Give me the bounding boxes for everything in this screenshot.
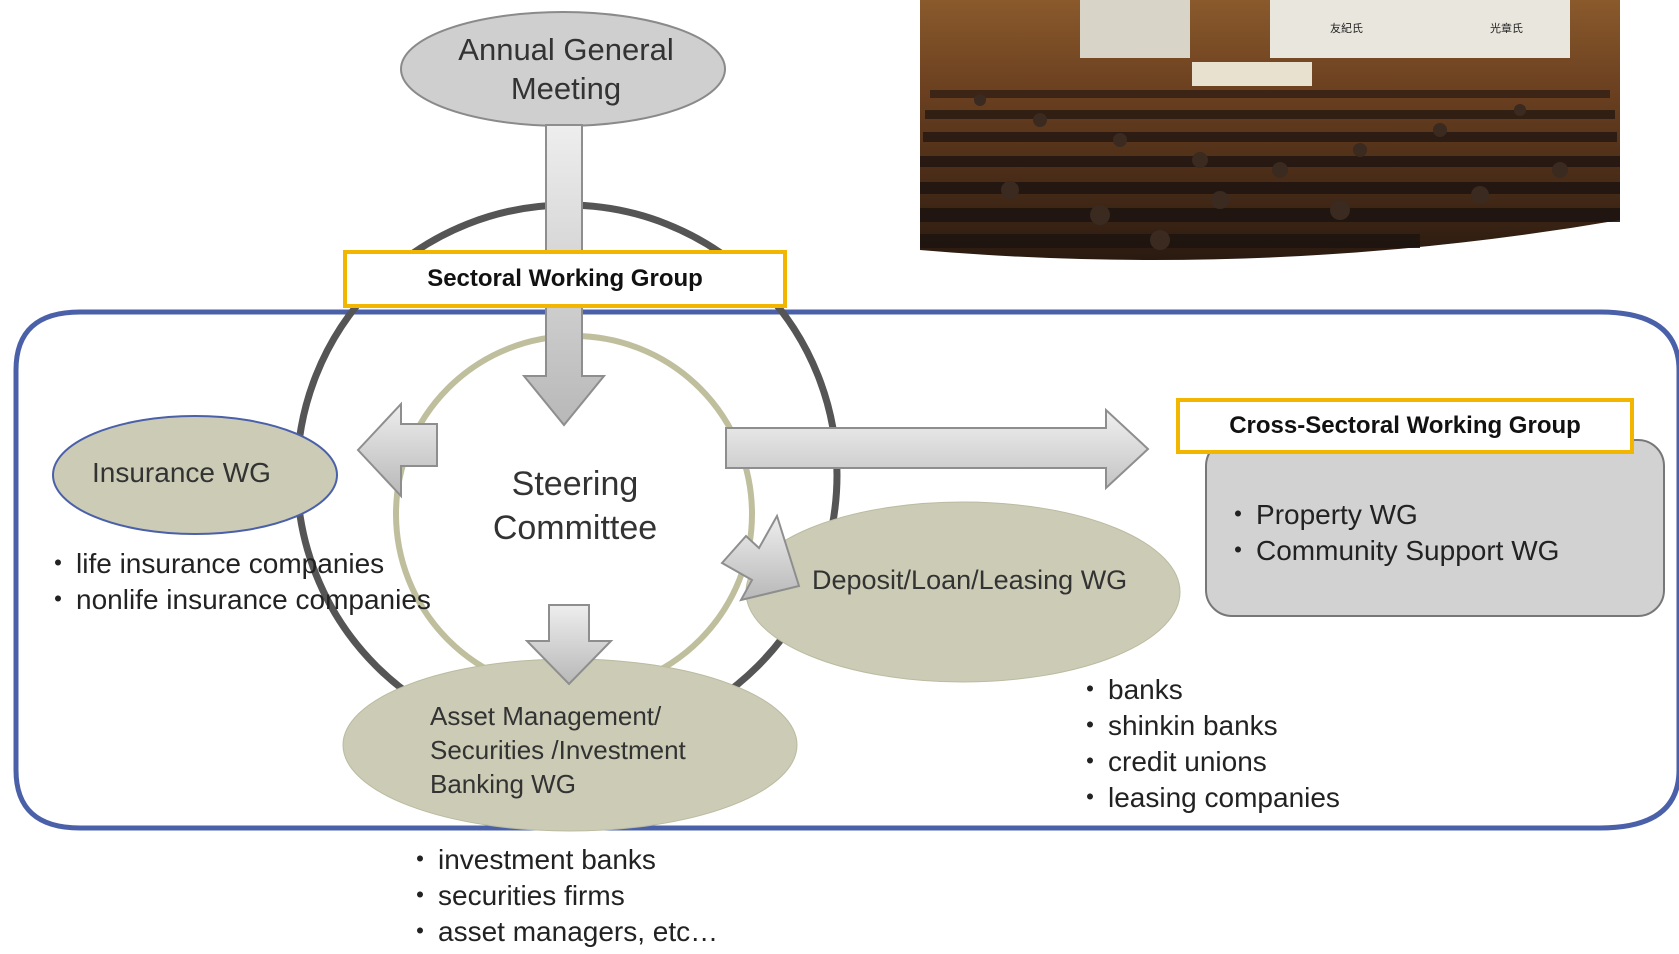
arrow-to-deposit bbox=[720, 513, 801, 602]
steering-committee-label: Steering Committee bbox=[492, 465, 658, 547]
nameplates-inset bbox=[1270, 0, 1570, 58]
insurance-members-list: ・life insurance companies ・nonlife insur… bbox=[44, 546, 431, 618]
arrow-to-insurance bbox=[356, 401, 438, 499]
list-item: ・credit unions bbox=[1076, 746, 1267, 777]
hall-background bbox=[920, 0, 1620, 260]
list-item: ・asset managers, etc… bbox=[406, 916, 719, 947]
stage-screen bbox=[1080, 0, 1190, 58]
list-item: ・Property WG bbox=[1224, 499, 1418, 530]
sectoral-panel-border bbox=[13, 309, 1679, 831]
cross-sectoral-working-group-label: Cross-Sectoral Working Group bbox=[1176, 398, 1634, 454]
asset-management-members-list: ・investment banks ・securities firms ・ass… bbox=[406, 842, 718, 950]
arrow-to-cross-sectoral bbox=[725, 407, 1150, 491]
asset-management-line-2: Securities /Investment bbox=[430, 735, 686, 765]
list-item: ・life insurance companies bbox=[44, 548, 385, 579]
cross-sectoral-items-list: ・Property WG ・Community Support WG bbox=[1224, 497, 1559, 569]
conference-hall-photo: 友紀氏 光章氏 bbox=[920, 0, 1620, 260]
sectoral-working-group-label: Sectoral Working Group bbox=[343, 250, 787, 308]
audience-heads bbox=[974, 94, 1568, 250]
list-item: ・leasing companies bbox=[1076, 782, 1340, 813]
audience-rows bbox=[920, 90, 1620, 248]
deposit-wg-label: Deposit/Loan/Leasing WG bbox=[812, 565, 1128, 595]
asset-management-line-1: Asset Management/ bbox=[430, 701, 662, 731]
annual-general-meeting-label: Annual General Meeting bbox=[458, 32, 674, 106]
asset-management-line-3: Banking WG bbox=[430, 769, 576, 799]
list-item: ・investment banks bbox=[406, 844, 656, 875]
nameplate-text-1: 友紀氏 bbox=[1330, 21, 1363, 35]
stage-front bbox=[1192, 62, 1312, 86]
list-item: ・Community Support WG bbox=[1224, 535, 1560, 566]
insurance-wg-ellipse bbox=[52, 415, 338, 535]
asset-management-wg-label: Asset Management/ Securities /Investment… bbox=[430, 699, 686, 801]
list-item: ・banks bbox=[1076, 674, 1183, 705]
list-item: ・shinkin banks bbox=[1076, 710, 1278, 741]
arrow-to-asset-management bbox=[524, 604, 614, 686]
list-item: ・nonlife insurance companies bbox=[44, 584, 431, 615]
nameplate-text-2: 光章氏 bbox=[1490, 21, 1523, 35]
insurance-wg-label: Insurance WG bbox=[92, 457, 271, 488]
deposit-members-list: ・banks ・shinkin banks ・credit unions ・le… bbox=[1076, 672, 1340, 816]
list-item: ・securities firms bbox=[406, 880, 625, 911]
